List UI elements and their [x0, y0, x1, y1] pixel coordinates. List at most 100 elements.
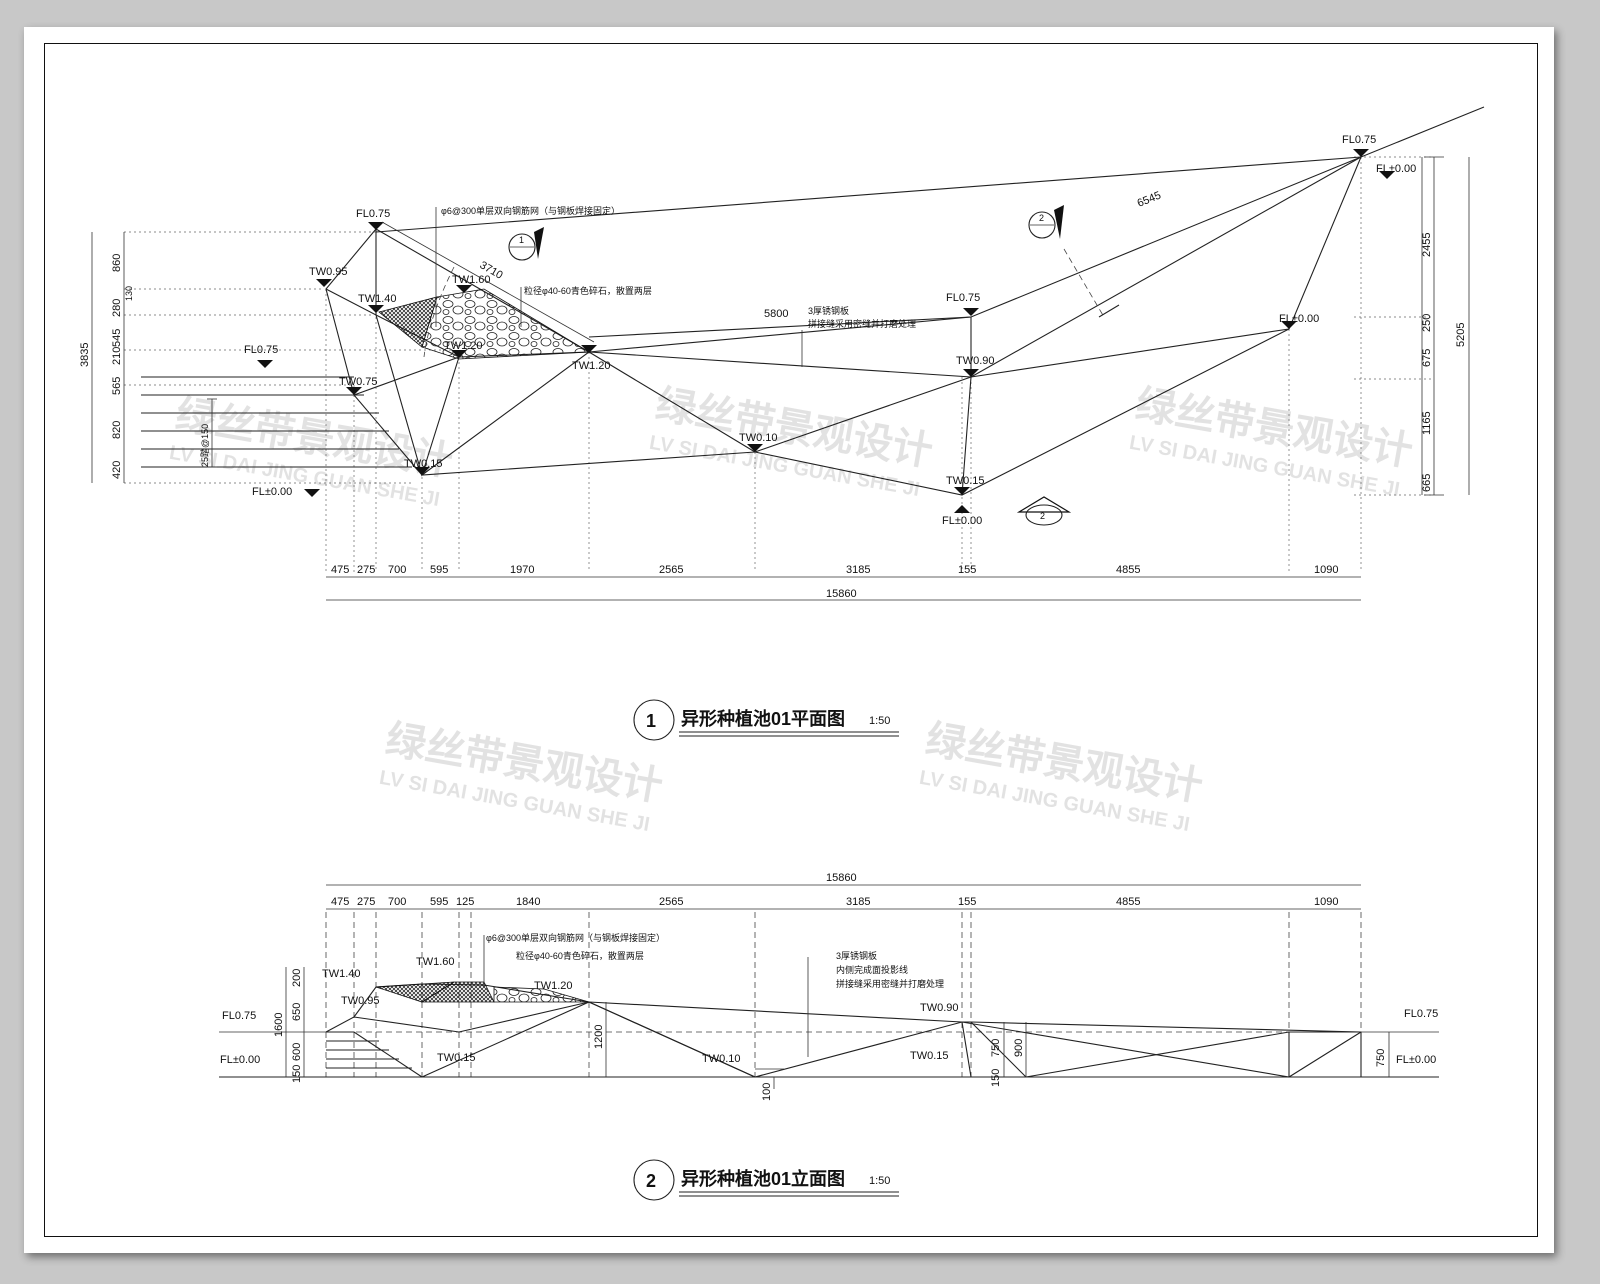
elev-label-tw140: TW1.40: [322, 968, 361, 980]
dim-left: 820: [111, 421, 123, 439]
plan-title-scale: 1:50: [869, 715, 890, 727]
label-fl000-d: FL±0.00: [1376, 163, 1416, 175]
elev-dim-left: 150: [291, 1065, 303, 1083]
label-tw140: TW1.40: [358, 293, 397, 305]
label-fl075-b: FL0.75: [244, 344, 278, 356]
dim-bottom: 4855: [1116, 564, 1140, 576]
cad-drawing: 绿丝带景观设计 LV SI DAI JING GUAN SHE JI 绿丝带景观…: [79, 106, 1485, 1201]
elevation-markers: [257, 149, 1395, 513]
elev-label-fl075-r: FL0.75: [1404, 1008, 1438, 1020]
elev-note-mesh: φ6@300单层双向钢筋网（与钢板焊接固定）: [486, 932, 665, 943]
right-dims: 2455 250 675 1165 665 5205: [1421, 156, 1470, 496]
elev-label-tw015: TW0.15: [437, 1052, 476, 1064]
elev-label-tw010: TW0.10: [702, 1053, 741, 1065]
dim-6545: 6545: [1136, 189, 1163, 209]
elev-note-steel-1: 3厚锈钢板: [836, 950, 877, 961]
label-fl000-b: FL±0.00: [942, 515, 982, 527]
elev-note-steel-2: 内侧完成面投影线: [836, 964, 908, 975]
elev-note-stone: 粒径φ40-60青色碎石，散置两层: [516, 950, 644, 961]
label-fl000-c: FL±0.00: [1279, 313, 1319, 325]
dim-right: 250: [1421, 314, 1433, 332]
dim-bottom: 155: [958, 564, 976, 576]
elevation-view: 15860 475 275 700 595 125 1840 2565 3185…: [219, 872, 1439, 1201]
note-stone: 粒径φ40-60青色碎石，散置两层: [524, 285, 652, 296]
section-mark-2-bottom-label: 2: [1040, 511, 1045, 521]
section-mark-2-label: 2: [1039, 213, 1044, 223]
dim-right: 2455: [1421, 233, 1433, 257]
elev-dim-top: 700: [388, 896, 406, 908]
elev-dim-top: 275: [357, 896, 375, 908]
elev-dim-top: 595: [430, 896, 448, 908]
elev-label-fl000-r: FL±0.00: [1396, 1054, 1436, 1066]
dim-bottom: 1970: [510, 564, 534, 576]
note-mesh: φ6@300单层双向钢筋网（与钢板焊接固定）: [441, 205, 620, 216]
plan-view: 1 2 2: [79, 106, 1485, 741]
plan-title-text: 异形种植池01平面图: [681, 708, 845, 729]
dim-left: 545: [111, 329, 123, 347]
elev-title: 2 异形种植池01立面图 1:50: [633, 1159, 899, 1201]
elev-label-tw095: TW0.95: [341, 995, 380, 1007]
label-fl075-c: FL0.75: [946, 292, 980, 304]
elev-dim-900: 900: [1013, 1039, 1025, 1057]
elev-outline: [219, 957, 1439, 1089]
drawing-frame: [44, 43, 1538, 1237]
left-dims: 3835 860 130 280 545 210 565 820 420: [79, 232, 134, 483]
drawing-sheet: 绿丝带景观设计 LV SI DAI JING GUAN SHE JI 绿丝带景观…: [24, 27, 1554, 1253]
watermarks: 绿丝带景观设计 LV SI DAI JING GUAN SHE JI 绿丝带景观…: [168, 383, 1416, 837]
elev-label-tw015-b: TW0.15: [910, 1050, 949, 1062]
note-steel-1: 3厚锈钢板: [808, 305, 849, 316]
label-tw160: TW1.60: [452, 274, 491, 286]
dim-left-total: 3835: [79, 343, 91, 367]
note-steel-2: 拼接缝采用密缝并打磨处理: [808, 318, 916, 329]
elev-dim-1200: 1200: [593, 1025, 605, 1049]
elev-notes: φ6@300单层双向钢筋网（与钢板焊接固定） 粒径φ40-60青色碎石，散置两层…: [483, 932, 944, 989]
label-tw015-b: TW0.15: [946, 475, 985, 487]
plan-title-badge: 1: [646, 711, 656, 731]
elev-dim-total: 15860: [826, 872, 857, 884]
dim-left: 210: [111, 347, 123, 365]
elev-dim-750b: 750: [1375, 1049, 1387, 1067]
elev-dim-top: 125: [456, 896, 474, 908]
elev-left-dims: 200 650 1600 600 150: [273, 967, 305, 1083]
elev-dim-150: 150: [990, 1069, 1002, 1087]
elev-dim-top: 1840: [516, 896, 540, 908]
elev-dim-top: 475: [331, 896, 349, 908]
dim-bottom-total: 15860: [826, 588, 857, 600]
steps: [141, 376, 412, 468]
elev-dim-left: 600: [291, 1043, 303, 1061]
label-tw090: TW0.90: [956, 355, 995, 367]
elev-dim-100: 100: [761, 1083, 773, 1101]
elev-label-tw120: TW1.20: [534, 980, 573, 992]
dim-bottom: 2565: [659, 564, 683, 576]
dim-left: 130: [124, 286, 134, 301]
elev-dim-top: 4855: [1116, 896, 1140, 908]
elev-top-dims: 15860 475 275 700 595 125 1840 2565 3185…: [326, 872, 1361, 910]
elev-dim-left: 1600: [273, 1013, 285, 1037]
elev-dim-top: 2565: [659, 896, 683, 908]
elev-label-tw090: TW0.90: [920, 1002, 959, 1014]
dim-right-total: 5205: [1455, 323, 1467, 347]
section-mark-2: 2: [1028, 205, 1120, 318]
elev-mid-dims: 1200 100 150 750 900 750: [593, 1022, 1390, 1101]
elevation-labels: FL0.75 TW0.95 TW1.40 TW1.60 TW1.20 TW1.2…: [199, 134, 1416, 527]
elev-title-scale: 1:50: [869, 1175, 890, 1187]
elev-dim-left: 200: [291, 969, 303, 987]
elev-label-tw160: TW1.60: [416, 956, 455, 968]
label-tw120: TW1.20: [444, 340, 483, 352]
dim-right: 1165: [1421, 411, 1433, 435]
dim-left: 860: [111, 254, 123, 272]
dim-bottom: 275: [357, 564, 375, 576]
dim-right: 675: [1421, 349, 1433, 367]
label-fl075: FL0.75: [356, 208, 390, 220]
label-steps: 25踏@150: [199, 424, 210, 467]
elev-dim-left: 650: [291, 1003, 303, 1021]
label-fl000: FL±0.00: [252, 486, 292, 498]
label-tw120-b: TW1.20: [572, 360, 611, 372]
plan-notes: φ6@300单层双向钢筋网（与钢板焊接固定） 粒径φ40-60青色碎石，散置两层…: [435, 205, 916, 329]
section-mark-1: 1: [508, 227, 544, 261]
dim-right: 665: [1421, 474, 1433, 492]
dim-left: 420: [111, 461, 123, 479]
elev-note-steel-3: 拼接缝采用密缝并打磨处理: [836, 978, 944, 989]
elev-dim-top: 1090: [1314, 896, 1338, 908]
dim-left: 565: [111, 377, 123, 395]
